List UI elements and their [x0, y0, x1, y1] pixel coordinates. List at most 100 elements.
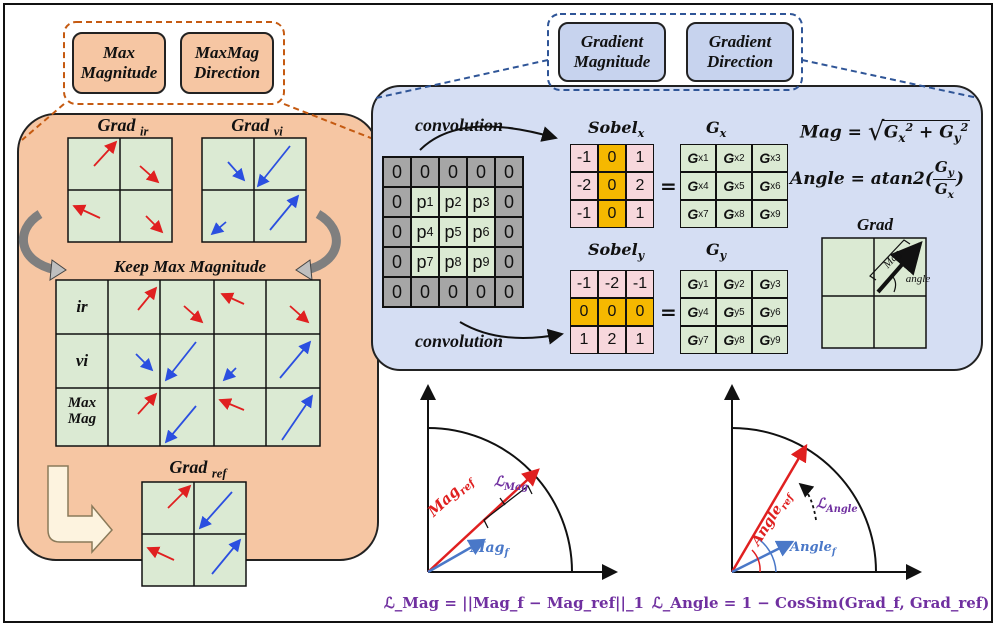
badge-gradient-magnitude: Gradient Magnitude [558, 22, 666, 82]
mag-f-label: Magf [470, 540, 509, 559]
right-badge-group [547, 13, 803, 91]
sobelX-cell: 0 [598, 200, 626, 228]
inputMatrix-cell: 0 [495, 217, 523, 247]
sobelY-cell: 0 [626, 298, 654, 326]
sobelY-cell: 2 [598, 326, 626, 354]
inputMatrix-cell: 0 [495, 187, 523, 217]
badge-maxmag-direction: MaxMag Direction [180, 32, 274, 94]
sobelX-cell: -2 [570, 172, 598, 200]
equals-sign-x: = [660, 174, 677, 198]
inputMatrix-cell: 0 [495, 157, 523, 187]
inputMatrix-cell: 0 [383, 217, 411, 247]
inputMatrix-cell: 0 [439, 157, 467, 187]
sobelX-cell: 1 [626, 200, 654, 228]
gx-label: Gx [706, 118, 727, 141]
right-curved-arrow [304, 210, 341, 275]
sobelY-cell: -1 [570, 270, 598, 298]
inputMatrix-cell: 0 [383, 277, 411, 307]
sobelY-cell: -1 [626, 270, 654, 298]
grad-label-right: Grad [857, 215, 893, 234]
sobelX-cell: -1 [570, 200, 598, 228]
loss-angle-small: ℒAngle [816, 496, 858, 515]
badge-max-magnitude: Max Magnitude [72, 32, 166, 94]
grad-ref-grid [141, 481, 247, 587]
inputMatrix-cell: 0 [467, 157, 495, 187]
sobel-y-label: Sobely [588, 240, 645, 263]
outer-frame [3, 3, 993, 623]
loss-mag-small: ℒMag [494, 474, 529, 493]
angle-f-label: Anglef [790, 540, 836, 558]
inputMatrix-cell: 0 [411, 157, 439, 187]
inputMatrix-cell: 0 [383, 157, 411, 187]
grad-ir-label: Grad ir [97, 115, 149, 139]
mag-plot [420, 384, 618, 580]
grad-diagram [821, 237, 927, 349]
sobelY-cell: 1 [570, 326, 598, 354]
sobelX-cell: 0 [598, 172, 626, 200]
sobelY-cell: 0 [598, 298, 626, 326]
left-badge-group [63, 21, 285, 105]
sobelX-cell: 2 [626, 172, 654, 200]
grad-vi-label: Grad vi [231, 115, 283, 139]
inputMatrix-cell: 0 [383, 187, 411, 217]
row-label-ir: ir [76, 297, 88, 316]
sobelY-cell: 0 [570, 298, 598, 326]
convolution-label-top: convolution [414, 115, 503, 135]
inputMatrix-cell: 0 [467, 277, 495, 307]
grad-angle-text: angle [905, 273, 931, 285]
grad-ir-grid [67, 137, 173, 243]
row-label-max-mag: Max Mag [67, 395, 97, 427]
sobelY-cell: 1 [626, 326, 654, 354]
inputMatrix-cell: 0 [495, 277, 523, 307]
sobelX-cell: 1 [626, 144, 654, 172]
convolution-arrow-bottom [459, 321, 564, 345]
sobelX-cell: -1 [570, 144, 598, 172]
equals-sign-y: = [660, 300, 677, 324]
row-label-vi: vi [75, 351, 89, 370]
grad-vi-grid [201, 137, 307, 243]
mag-formula: Mag = √ Gx2 + Gy2 [800, 117, 971, 147]
gy-label: Gy [706, 240, 727, 263]
grad-ref-label: Grad ref [169, 457, 227, 481]
sobelX-cell: 0 [598, 144, 626, 172]
keep-max-title: Keep Max Magnitude [113, 257, 267, 276]
badge-gradient-direction: Gradient Direction [686, 22, 794, 82]
inputMatrix-cell: 0 [439, 277, 467, 307]
inputMatrix-cell: 0 [495, 247, 523, 277]
inputMatrix-cell: 0 [411, 277, 439, 307]
sobelY-cell: -2 [598, 270, 626, 298]
keep-max-table [55, 279, 321, 447]
sobel-x-label: Sobelx [588, 118, 645, 141]
loss-angle-formula: ℒ_Angle = 1 − CosSim(Grad_f, Grad_ref) [652, 594, 990, 612]
